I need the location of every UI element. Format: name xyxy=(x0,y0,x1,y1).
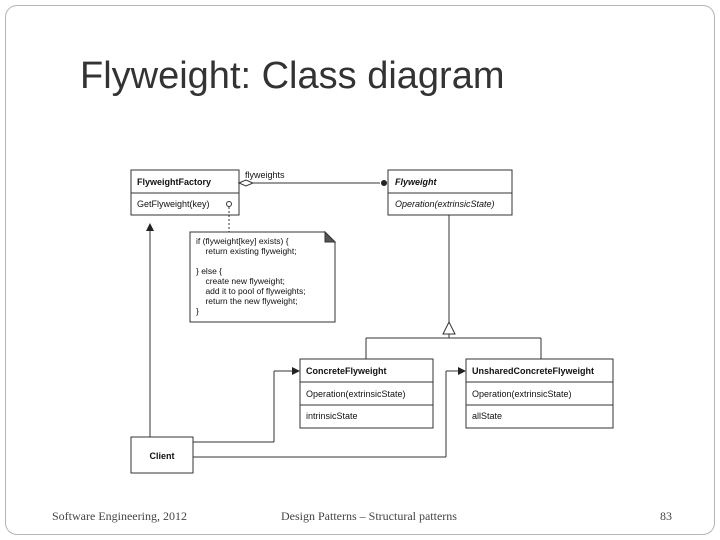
note-line: } else { xyxy=(196,266,222,276)
note-line: } xyxy=(196,306,199,316)
note-text: if (flyweight[key] exists) { return exis… xyxy=(196,236,308,316)
unshared-operation: Operation(extrinsicState) xyxy=(472,389,572,399)
association-label: flyweights xyxy=(245,170,285,180)
note-line: return existing flyweight; xyxy=(196,246,297,256)
slide-frame xyxy=(5,5,715,535)
client-to-concrete-association xyxy=(193,367,300,443)
flyweight-operation: Operation(extrinsicState) xyxy=(395,199,495,209)
client-to-unshared-association xyxy=(193,367,466,458)
footer-course: Software Engineering, 2012 xyxy=(52,509,187,523)
note-line: add it to pool of flyweights; xyxy=(196,286,306,296)
note-line: return the new flyweight; xyxy=(196,296,298,306)
concrete-name: ConcreteFlyweight xyxy=(306,366,387,376)
unshared-name: UnsharedConcreteFlyweight xyxy=(472,366,594,376)
inheritance-tree xyxy=(365,215,542,359)
note-connector xyxy=(226,201,232,232)
factory-name: FlyweightFactory xyxy=(137,177,211,187)
footer-topic: Design Patterns – Structural patterns xyxy=(281,509,457,523)
unshared-attribute: allState xyxy=(472,411,502,421)
concrete-attribute: intrinsicState xyxy=(306,411,358,421)
client-class: Client xyxy=(130,436,194,474)
implementation-note: if (flyweight[key] exists) { return exis… xyxy=(189,230,337,323)
client-name: Client xyxy=(149,451,174,461)
page-number: 83 xyxy=(660,509,672,523)
flyweight-factory-class: FlyweightFactory GetFlyweight(key) xyxy=(130,169,240,216)
unshared-concrete-flyweight-class: UnsharedConcreteFlyweight Operation(extr… xyxy=(465,358,614,429)
slide-title: Flyweight: Class diagram xyxy=(80,55,505,97)
note-line: create new flyweight; xyxy=(196,276,285,286)
concrete-operation: Operation(extrinsicState) xyxy=(306,389,406,399)
flyweight-class: Flyweight Operation(extrinsicState) xyxy=(387,169,513,216)
note-line: if (flyweight[key] exists) { xyxy=(196,236,289,246)
flyweights-aggregation: flyweights xyxy=(237,170,387,187)
concrete-flyweight-class: ConcreteFlyweight Operation(extrinsicSta… xyxy=(299,358,434,429)
factory-operation: GetFlyweight(key) xyxy=(137,199,210,209)
flyweight-name: Flyweight xyxy=(395,177,438,187)
